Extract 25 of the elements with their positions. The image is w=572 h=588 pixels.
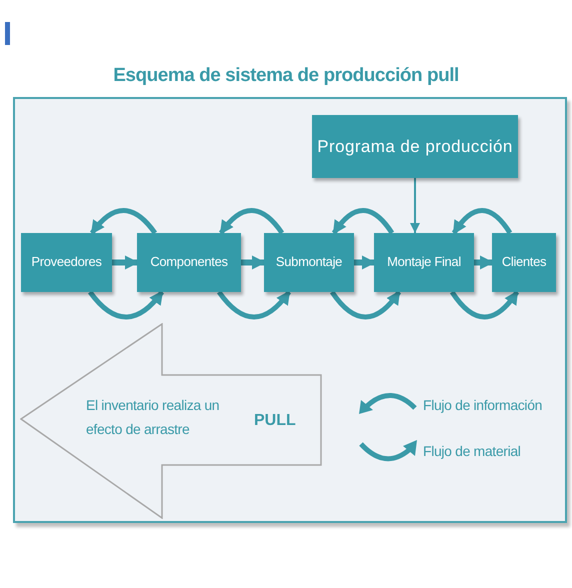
arrow xyxy=(330,290,402,320)
arrow xyxy=(88,290,164,320)
process-box: Programa de producción xyxy=(312,115,518,178)
arrow xyxy=(112,256,139,270)
process-box: Montaje Final xyxy=(374,233,474,292)
arrow xyxy=(474,256,494,270)
legend-label: Flujo de material xyxy=(423,442,521,461)
pull-label: PULL xyxy=(254,411,296,431)
arrow xyxy=(90,208,157,235)
arrow xyxy=(219,208,284,235)
process-box: Proveedores xyxy=(21,233,112,292)
arrow xyxy=(354,256,376,270)
arrow xyxy=(217,290,291,320)
arrow xyxy=(410,178,420,233)
process-box: Componentes xyxy=(137,233,241,292)
arrow xyxy=(332,208,394,235)
diagram-title: Esquema de sistema de producción pull xyxy=(112,64,460,88)
arrow-caption: El inventario realiza un efecto de arrastre xyxy=(86,396,220,439)
arrow xyxy=(452,208,512,235)
block-arrow-shape xyxy=(20,323,322,519)
arrow xyxy=(241,256,266,270)
process-box: Clientes xyxy=(492,233,556,292)
legend-label: Flujo de información xyxy=(423,396,542,415)
process-box: Submontaje xyxy=(264,233,354,292)
arrow xyxy=(450,290,520,320)
